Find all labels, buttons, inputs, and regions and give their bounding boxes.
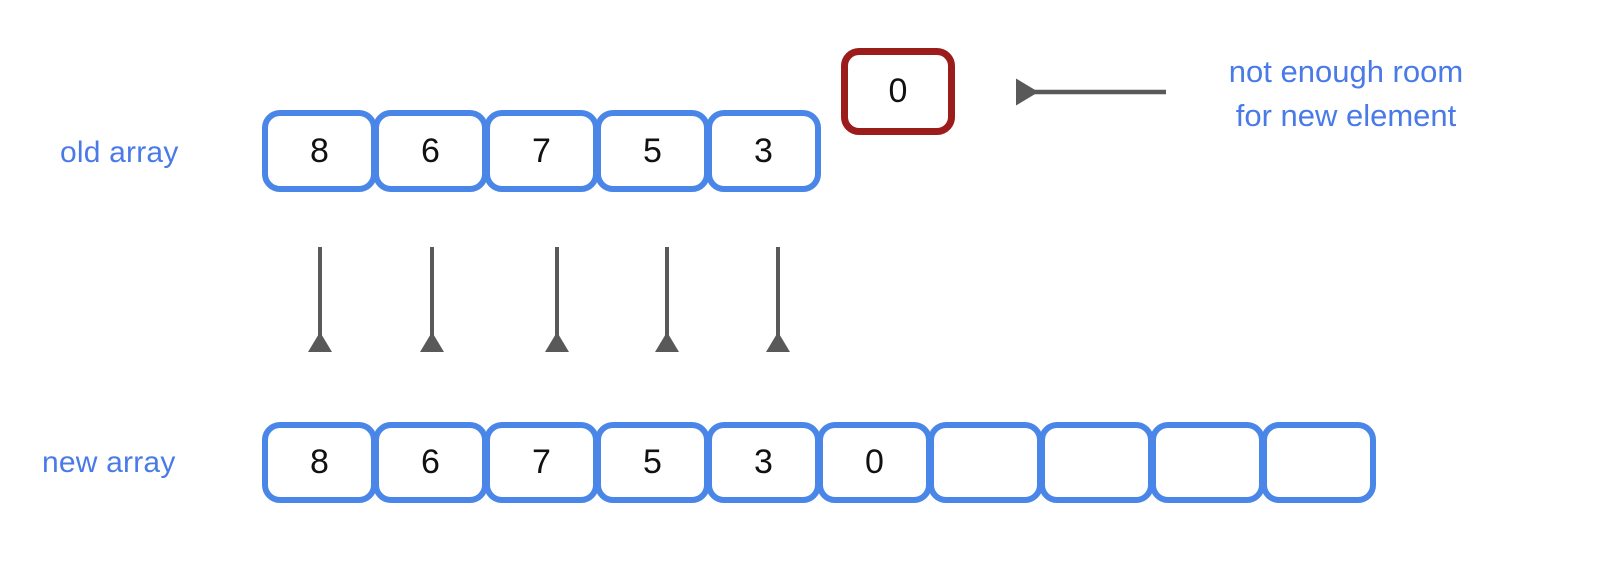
old-array-cell-3: 5 (595, 110, 710, 192)
old-array-cell-2: 7 (484, 110, 599, 192)
new-array-cell-5: 0 (817, 422, 932, 503)
new-array-cell-4: 3 (706, 422, 821, 503)
old-array-row: 8 6 7 5 3 (262, 110, 821, 192)
old-array-cell-1: 6 (373, 110, 488, 192)
old-array-cell-0: 8 (262, 110, 377, 192)
new-array-cell-1: 6 (373, 422, 488, 503)
old-array-cell-4: 3 (706, 110, 821, 192)
new-array-cell-6 (928, 422, 1043, 503)
new-array-cell-0: 8 (262, 422, 377, 503)
new-array-cell-7 (1039, 422, 1154, 503)
new-array-cell-3: 5 (595, 422, 710, 503)
annotation-text: not enough room for new element (1228, 54, 1464, 134)
new-array-cell-9 (1261, 422, 1376, 503)
old-array-label: old array (60, 136, 179, 169)
new-array-label: new array (42, 446, 176, 479)
new-array-row: 8 6 7 5 3 0 (262, 422, 1376, 503)
new-array-cell-8 (1150, 422, 1265, 503)
new-array-cell-2: 7 (484, 422, 599, 503)
overflow-cell: 0 (841, 48, 955, 135)
